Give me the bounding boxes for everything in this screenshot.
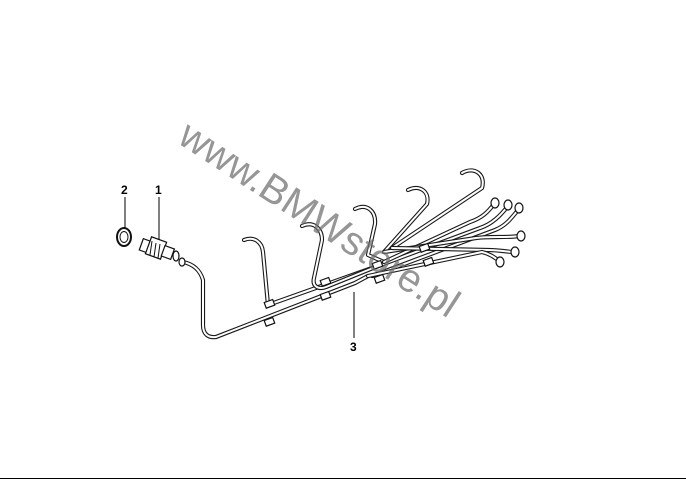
callout-2[interactable]: 2 xyxy=(121,183,128,197)
callout-1[interactable]: 1 xyxy=(155,183,162,197)
callout-3[interactable]: 3 xyxy=(350,340,357,354)
pump-end-fittings xyxy=(490,197,526,268)
sealing-ring[interactable] xyxy=(116,227,132,247)
watermark: www.BMWstore.pl xyxy=(170,112,467,326)
injection-nozzle[interactable] xyxy=(138,236,186,267)
injection-pipe-bundle[interactable] xyxy=(180,168,526,340)
pipe-clamps xyxy=(263,242,435,327)
